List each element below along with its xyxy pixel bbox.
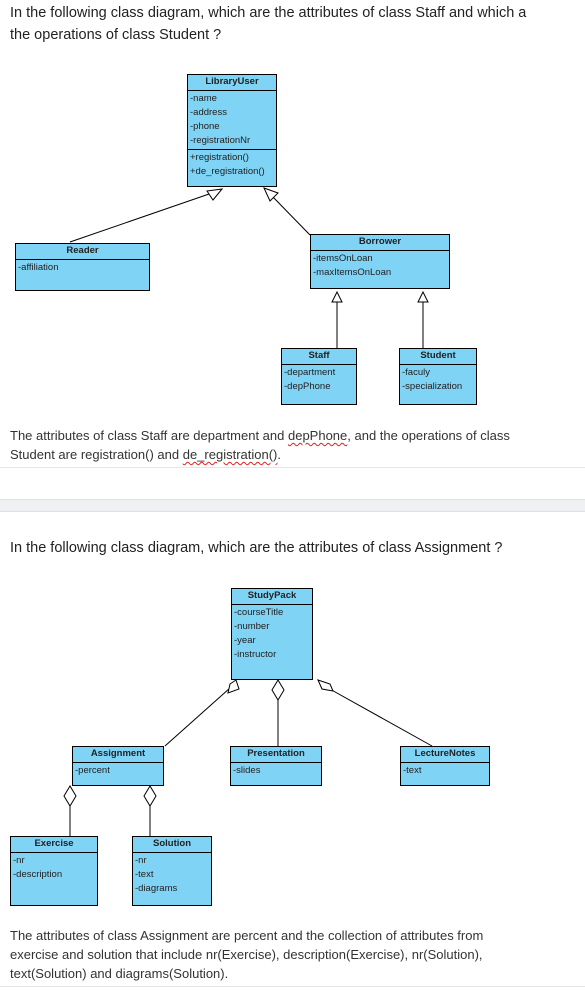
reader-inheritance-line <box>69 192 213 243</box>
borrower-inheritance-line <box>271 195 311 236</box>
attribute: -courseTitle <box>234 607 284 618</box>
question-1-line-1: In the following class diagram, which ar… <box>10 5 527 21</box>
answer-1-text: . <box>277 447 281 462</box>
attribute: -name <box>190 93 217 104</box>
class-exercise-attributes: -nr -description <box>11 853 97 883</box>
attribute: -depPhone <box>284 381 331 392</box>
answer-1-line-2: Student are registration() and de_regist… <box>10 445 580 464</box>
question-2: In the following class diagram, which ar… <box>10 540 503 556</box>
attribute: -department <box>284 367 336 378</box>
class-presentation: Presentation -slides <box>230 746 322 786</box>
operation: +de_registration() <box>190 166 265 177</box>
class-reader-name: Reader <box>16 244 149 260</box>
class-lecturenotes-attributes: -text <box>401 763 489 779</box>
attribute: -text <box>135 869 154 880</box>
class-libraryuser-attributes: -name -address -phone -registrationNr <box>188 91 276 149</box>
assignment-aggregation-line <box>164 687 231 747</box>
class-exercise-name: Exercise <box>11 837 97 853</box>
attribute: -nr <box>135 855 147 866</box>
attribute: -registrationNr <box>190 135 251 146</box>
attribute: -number <box>234 621 270 632</box>
class-presentation-name: Presentation <box>231 747 321 763</box>
lecturenotes-aggregation-line <box>327 687 433 747</box>
class-reader-attributes: -affiliation <box>16 260 149 276</box>
attribute: -maxItemsOnLoan <box>313 267 392 278</box>
class-reader: Reader -affiliation <box>15 243 150 291</box>
attribute: -specialization <box>402 381 463 392</box>
class-student: Student -faculy -specialization <box>399 348 477 405</box>
assignment-aggregation-diamond <box>227 679 240 694</box>
class-assignment-attributes: -percent <box>73 763 163 779</box>
answer-1: The attributes of class Staff are depart… <box>10 426 580 464</box>
presentation-aggregation-diamond <box>271 679 285 701</box>
class-lecturenotes-name: LectureNotes <box>401 747 489 763</box>
answer-1-text: Student are registration() and <box>10 447 183 462</box>
class-assignment-name: Assignment <box>73 747 163 763</box>
answer-2-line: The attributes of class Assignment are p… <box>10 928 484 943</box>
class-studypack: StudyPack -courseTitle -number -year -in… <box>231 588 313 680</box>
exercise-aggregation-diamond <box>63 785 77 807</box>
answer-1-divider <box>0 467 585 468</box>
answer-1-text: The attributes of class Staff are depart… <box>10 428 288 443</box>
class-student-name: Student <box>400 349 476 365</box>
attribute: -slides <box>233 765 261 776</box>
class-libraryuser: LibraryUser -name -address -phone -regis… <box>187 74 277 187</box>
class-libraryuser-operations: +registration() +de_registration() <box>188 149 276 180</box>
class-assignment: Assignment -percent <box>72 746 164 786</box>
class-solution-name: Solution <box>133 837 211 853</box>
borrower-inheritance-arrow <box>263 187 279 202</box>
question-1-line-2: the operations of class Student ? <box>10 27 222 43</box>
class-student-attributes: -faculy -specialization <box>400 365 476 395</box>
attribute: -affiliation <box>18 262 59 273</box>
reader-inheritance-arrow <box>206 188 224 201</box>
operation: +registration() <box>190 152 249 163</box>
class-staff-name: Staff <box>282 349 356 365</box>
attribute: -year <box>234 635 256 646</box>
attribute: -description <box>13 869 63 880</box>
attribute: -phone <box>190 121 220 132</box>
class-borrower: Borrower -itemsOnLoan -maxItemsOnLoan <box>310 234 450 289</box>
class-borrower-name: Borrower <box>311 235 449 251</box>
answer-1-text: , and the operations of class <box>347 428 510 443</box>
lecturenotes-aggregation-diamond <box>317 679 334 692</box>
attribute: -percent <box>75 765 110 776</box>
attribute: -nr <box>13 855 25 866</box>
answer-2: The attributes of class Assignment are p… <box>10 926 580 983</box>
answer-2-line: text(Solution) and diagrams(Solution). <box>10 966 229 981</box>
class-exercise: Exercise -nr -description <box>10 836 98 906</box>
answer-1-spellcheck-word: depPhone <box>287 428 348 443</box>
attribute: -text <box>403 765 422 776</box>
solution-aggregation-diamond <box>143 785 157 807</box>
attribute: -faculy <box>402 367 430 378</box>
class-staff: Staff -department -depPhone <box>281 348 357 405</box>
class-libraryuser-name: LibraryUser <box>188 75 276 91</box>
class-lecturenotes: LectureNotes -text <box>400 746 490 786</box>
staff-inheritance-arrow <box>331 290 343 303</box>
class-solution: Solution -nr -text -diagrams <box>132 836 212 906</box>
class-presentation-attributes: -slides <box>231 763 321 779</box>
student-inheritance-arrow <box>417 290 429 303</box>
attribute: -instructor <box>234 649 277 660</box>
attribute: -diagrams <box>135 883 178 894</box>
class-solution-attributes: -nr -text -diagrams <box>133 853 211 897</box>
class-studypack-attributes: -courseTitle -number -year -instructor <box>232 605 312 663</box>
attribute: -itemsOnLoan <box>313 253 373 264</box>
class-borrower-attributes: -itemsOnLoan -maxItemsOnLoan <box>311 251 449 281</box>
class-staff-attributes: -department -depPhone <box>282 365 356 395</box>
answer-2-divider <box>0 986 585 987</box>
answer-1-line-1: The attributes of class Staff are depart… <box>10 426 580 445</box>
section-separator-band <box>0 499 585 512</box>
answer-2-line: exercise and solution that include nr(Ex… <box>10 947 483 962</box>
answer-1-spellcheck-word: de_registration() <box>182 447 278 462</box>
attribute: -address <box>190 107 227 118</box>
class-studypack-name: StudyPack <box>232 589 312 605</box>
